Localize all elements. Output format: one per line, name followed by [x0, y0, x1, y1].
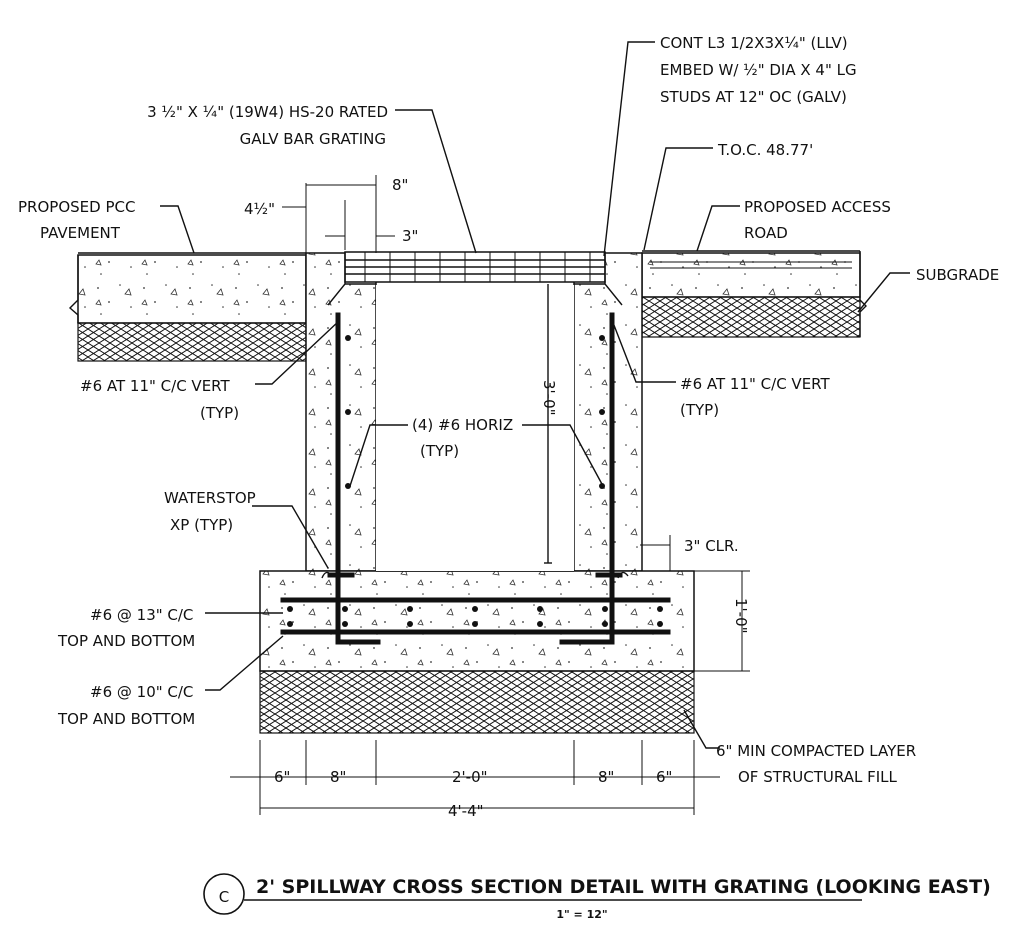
detail-scale: 1" = 12" — [556, 908, 607, 921]
detail-marker-circle — [203, 873, 245, 915]
dim-3-0: 3'-0" — [540, 380, 558, 416]
left-wall — [305, 252, 377, 572]
waterstop-left — [321, 571, 333, 579]
waterstop-right — [617, 571, 629, 579]
dim-8-right: 8" — [598, 768, 614, 786]
subgrade-label: SUBGRADE — [916, 266, 999, 284]
dim-3: 3" — [402, 227, 418, 245]
access-label-line1: PROPOSED ACCESS — [744, 198, 891, 216]
slab-top-rebar-label-line1: #6 @ 13" C/C — [90, 606, 193, 624]
waterstop-label-line1: WATERSTOP — [164, 489, 256, 507]
rebar-dots — [287, 335, 663, 627]
dim-4-4: 4'-4" — [448, 802, 484, 820]
dim-6-right: 6" — [656, 768, 672, 786]
angle-label-line2: EMBED W/ ½" DIA X 4" LG — [660, 61, 857, 79]
left-subgrade — [77, 322, 307, 362]
dimension-lines — [230, 175, 750, 815]
dim-3-clr: 3" CLR. — [684, 537, 739, 555]
channel-opening — [376, 285, 574, 571]
dim-2-0: 2'-0" — [452, 768, 488, 786]
dim-1-0: 1'-0" — [732, 598, 750, 634]
dim-8-left: 8" — [330, 768, 346, 786]
right-access-road — [641, 250, 861, 298]
right-angle — [574, 252, 623, 306]
rebar — [280, 312, 671, 645]
angle-label-line3: STUDS AT 12" OC (GALV) — [660, 88, 847, 106]
grating-label-line2: GALV BAR GRATING — [240, 130, 386, 148]
fill-label-line2: OF STRUCTURAL FILL — [738, 768, 898, 786]
structural-fill — [259, 670, 695, 734]
vert-right-label-line1: #6 AT 11" C/C VERT — [680, 375, 831, 393]
dim-4-5: 4½" — [244, 200, 275, 218]
slab-bottom-rebar-label-line2: TOP AND BOTTOM — [57, 710, 195, 728]
slab-bottom-rebar-label-line1: #6 @ 10" C/C — [90, 683, 193, 701]
grating-label-line1: 3 ½" X ¼" (19W4) HS-20 RATED — [147, 103, 388, 121]
angle-label-line1: CONT L3 1/2X3X¼" (LLV) — [660, 34, 848, 52]
fill-label-line1: 6" MIN COMPACTED LAYER — [716, 742, 916, 760]
dim-6-left: 6" — [274, 768, 290, 786]
vert-left-label-line2: (TYP) — [200, 404, 239, 422]
toc-label: T.O.C. 48.77' — [717, 141, 813, 159]
left-pavement — [68, 252, 307, 324]
pcc-label-line2: PAVEMENT — [40, 224, 121, 242]
bar-grating — [344, 251, 606, 283]
slab-top-rebar-label-line2: TOP AND BOTTOM — [57, 632, 195, 650]
access-label-line2: ROAD — [744, 224, 788, 242]
title-block: C 2' SPILLWAY CROSS SECTION DETAIL WITH … — [203, 873, 991, 921]
vert-left-label-line1: #6 AT 11" C/C VERT — [80, 377, 231, 395]
vert-right-label-line2: (TYP) — [680, 401, 719, 419]
detail-letter: C — [219, 888, 229, 906]
horiz-label-line1: (4) #6 HORIZ — [412, 416, 513, 434]
dim-8-top: 8" — [392, 176, 408, 194]
pcc-label-line1: PROPOSED PCC — [18, 198, 135, 216]
detail-title: 2' SPILLWAY CROSS SECTION DETAIL WITH GR… — [256, 876, 991, 898]
leaders — [160, 41, 910, 749]
right-wall — [573, 252, 643, 572]
base-slab — [259, 570, 695, 672]
left-angle — [327, 252, 376, 306]
waterstop-label-line2: XP (TYP) — [170, 516, 233, 534]
right-subgrade — [641, 251, 867, 338]
horiz-label-line2: (TYP) — [420, 442, 459, 460]
